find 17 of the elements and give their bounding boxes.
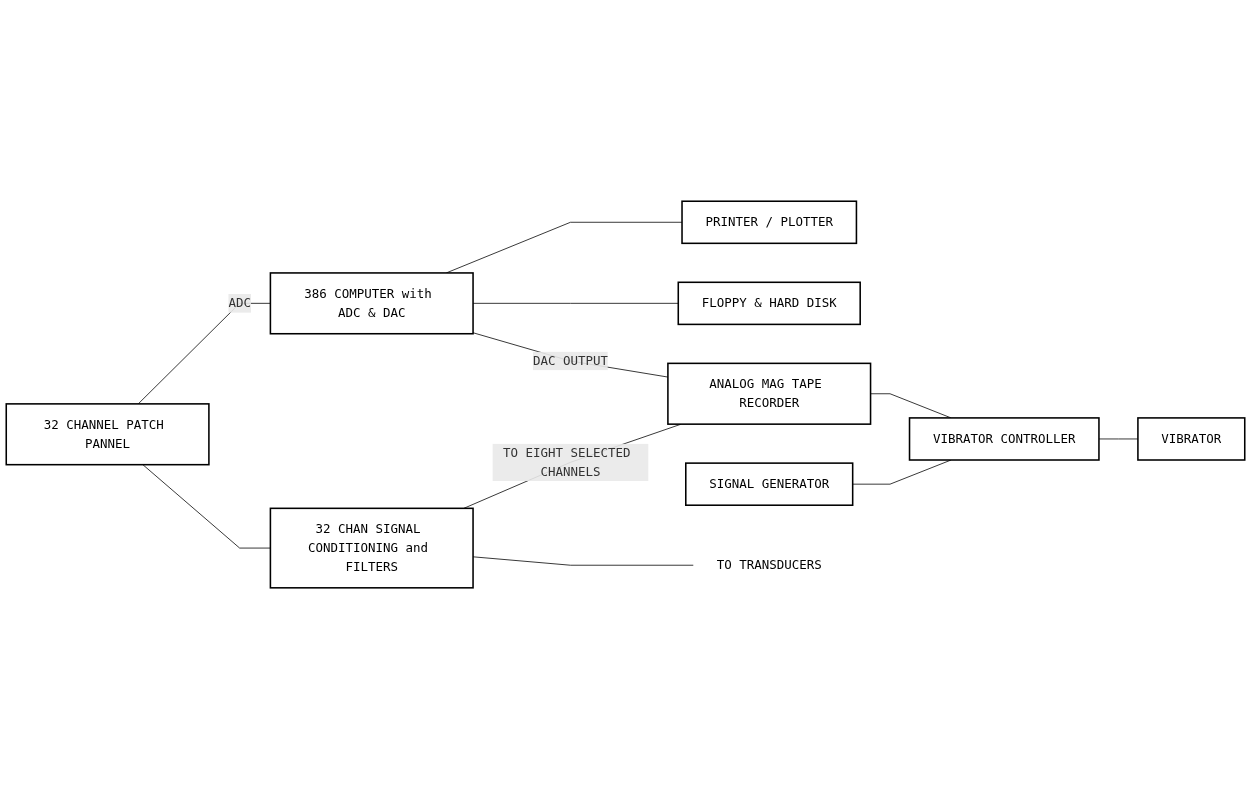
- connector: [445, 222, 683, 274]
- connector: [142, 464, 271, 549]
- node-box: 32 CHAN SIGNAL CONDITIONING and FILTERS: [269, 508, 474, 590]
- node-box: VIBRATOR: [1137, 417, 1246, 462]
- node-box: ANALOG MAG TAPE RECORDER: [667, 363, 872, 426]
- node-box: SIGNAL GENERATOR: [685, 462, 854, 507]
- edge-label: ADC: [228, 296, 251, 311]
- node-box: FLOPPY & HARD DISK: [677, 282, 861, 326]
- connector: [870, 393, 952, 419]
- connector: [137, 303, 271, 405]
- edge-label: DAC OUTPUT: [532, 353, 609, 369]
- node-box: PRINTER / PLOTTER: [681, 200, 858, 245]
- node-box: 386 COMPUTER with ADC & DAC: [269, 272, 474, 335]
- node-text: TO TRANSDUCERS: [716, 557, 822, 573]
- node-box: VIBRATOR CONTROLLER: [908, 417, 1100, 462]
- edge-label: TO EIGHT SELECTED CHANNELS: [502, 445, 631, 480]
- node-box: 32 CHANNEL PATCH PANNEL: [5, 403, 210, 466]
